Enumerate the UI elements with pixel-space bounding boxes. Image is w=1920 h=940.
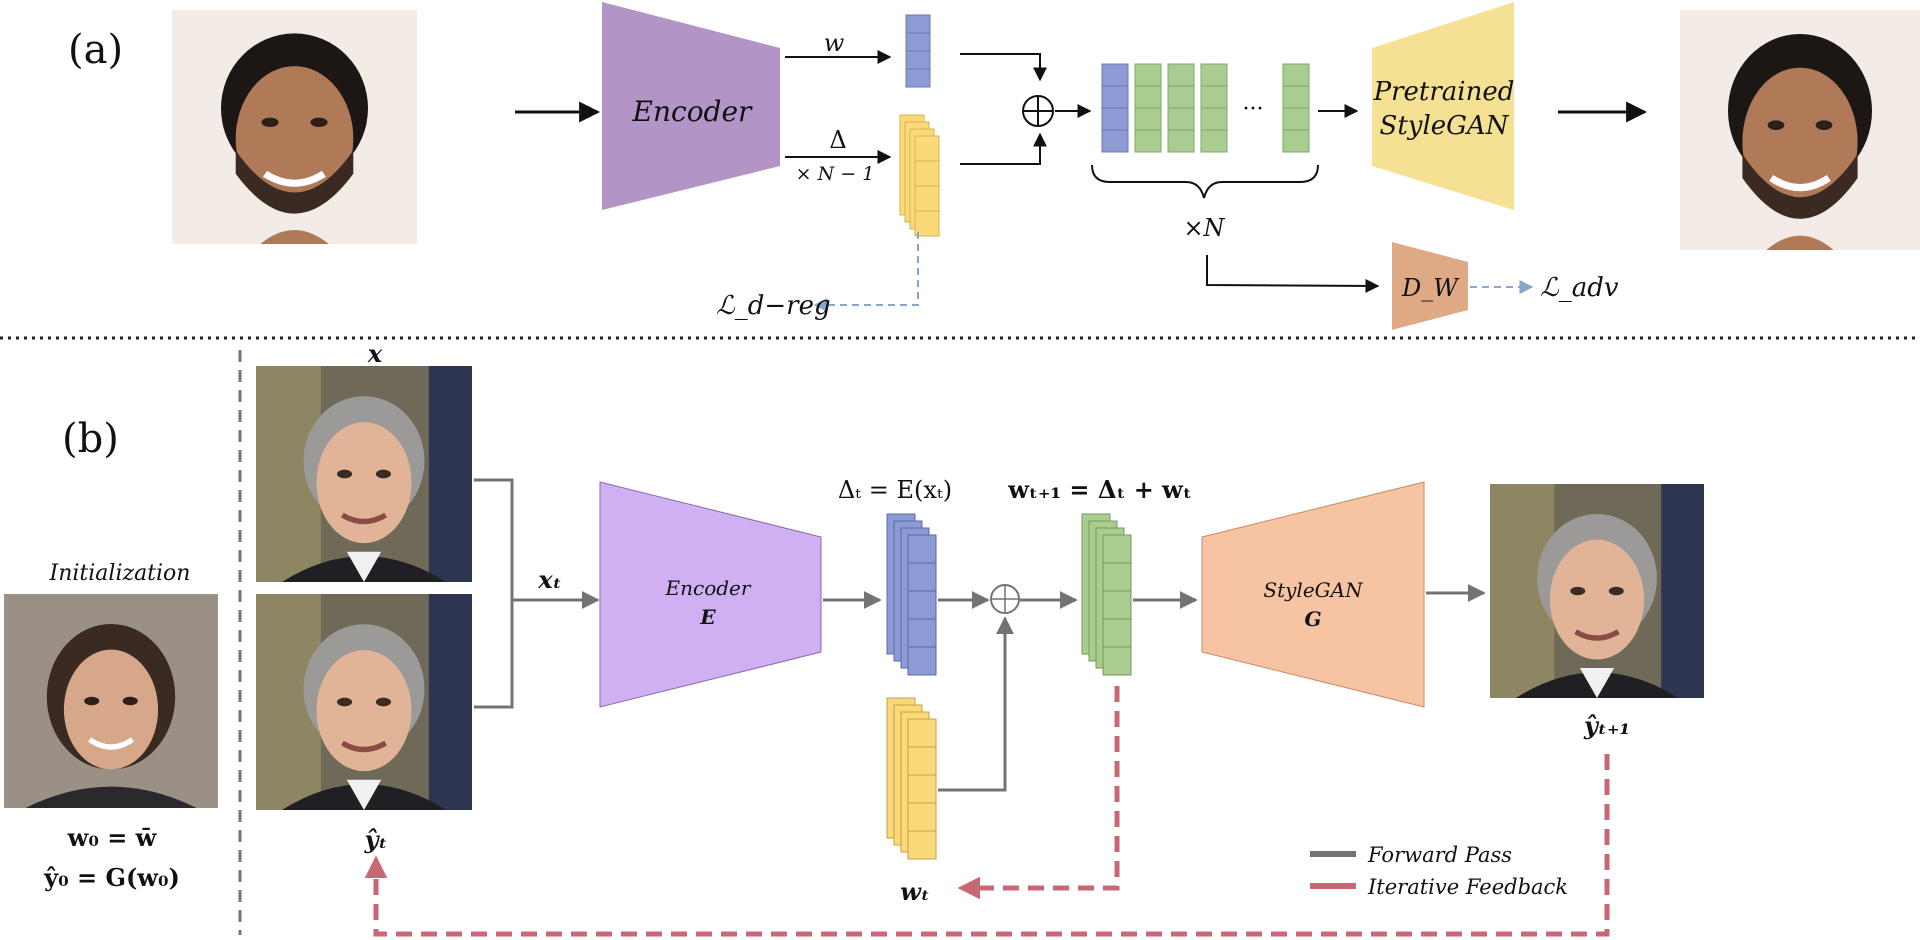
latent-code-row: [1101, 63, 1310, 153]
y-next-face-photo: [1490, 484, 1704, 698]
x-face-photo: [256, 366, 472, 582]
initialization-label: Initialization: [49, 561, 191, 586]
arrow-wt-to-sum: [938, 616, 1014, 792]
ellipsis-label: ···: [1243, 97, 1264, 122]
discriminator-label: D_W: [1401, 274, 1460, 302]
panel-b-label: (b): [62, 416, 119, 462]
delta-t-latent-stack: [886, 513, 937, 676]
loss-adv-label: ℒ_adv: [1540, 273, 1619, 303]
generator-a-label-line1: Pretrained: [1373, 77, 1515, 107]
times-n-label: ×N: [1183, 214, 1225, 242]
legend-feedback-label: Iterative Feedback: [1367, 875, 1568, 899]
generator-a-label-line2: StyleGAN: [1380, 111, 1510, 141]
yt-label: ŷₜ: [364, 825, 388, 854]
feedback-output-to-yt: [364, 754, 1610, 937]
encoder-a-label: Encoder: [632, 95, 754, 128]
arrow-to-discriminator: [1206, 255, 1380, 293]
stylegan-b-block: [1201, 481, 1425, 708]
input-face-photo: [172, 10, 417, 244]
encoder-a-block: [602, 2, 780, 210]
yt-face-photo: [256, 594, 472, 810]
y-next-label: ŷₜ₊₁: [1583, 711, 1630, 740]
panel-a-label: (a): [68, 27, 123, 73]
delta-label: Δ: [829, 126, 846, 154]
initialization-face-photo: [4, 594, 218, 808]
arrow-delta-to-sum: [960, 132, 1047, 165]
circle-plus-icon: [1022, 95, 1054, 127]
encoder-b-label-line1: Encoder: [665, 576, 752, 600]
encoder-b-block: [599, 481, 822, 708]
discriminator-block: [1392, 242, 1468, 330]
w-label: w: [824, 29, 845, 57]
concat-bracket: [474, 478, 514, 709]
w-next-latent-stack: [1081, 513, 1132, 676]
latent-brace: [1091, 164, 1319, 199]
pretrained-stylegan-block: [1372, 2, 1514, 210]
output-face-photo: [1680, 10, 1920, 250]
arrow-w-to-sum: [960, 53, 1047, 82]
w-next-equation: wₜ₊₁ = Δₜ + wₜ: [1007, 475, 1191, 504]
wt-label: wₜ: [900, 877, 930, 906]
generator-b-label-line1: StyleGAN: [1263, 578, 1364, 602]
loss-dreg-label: ℒ_d−reg: [716, 291, 831, 321]
generator-b-label-line2: G: [1304, 607, 1321, 631]
circle-plus-icon: [990, 584, 1020, 614]
x-label: x: [367, 339, 383, 368]
y0-equation: ŷ₀ = G(w₀): [43, 863, 180, 892]
w0-equation: w₀ = w̄: [67, 823, 158, 852]
w-latent-vector: [905, 14, 931, 88]
legend: Forward Pass Iterative Feedback: [1310, 843, 1568, 899]
delta-t-equation: Δₜ = E(xₜ): [838, 476, 952, 504]
encoder-b-label-line2: E: [699, 605, 716, 629]
times-n-minus-1-label: × N − 1: [796, 163, 875, 185]
arrow-to-dreg-loss: [813, 232, 919, 312]
delta-latent-stack: [899, 114, 940, 237]
wt-latent-stack: [886, 697, 937, 860]
legend-forward-label: Forward Pass: [1367, 843, 1512, 867]
xt-label: xₜ: [537, 565, 561, 594]
feedback-wnext-to-wt: [957, 686, 1120, 900]
